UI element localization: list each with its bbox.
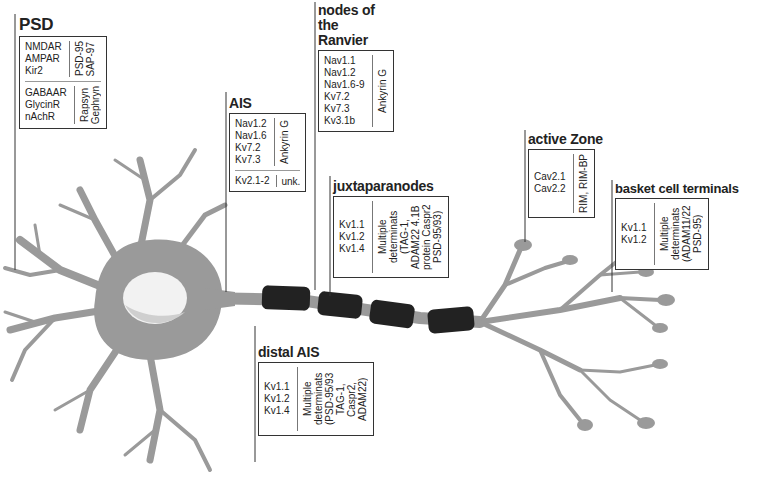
channel-name: Nav1.2 — [324, 67, 365, 79]
anchoring-determinant: Rapsyn — [79, 88, 90, 122]
determinant-bracket: PSD-95SAP-97 — [69, 41, 96, 77]
region-heading: nodes of the Ranvier — [318, 3, 388, 48]
anchoring-determinant: Multiple determinats (PSD-95/93 TAG-1, C… — [302, 367, 368, 431]
channel-group: Kv1.1Kv1.2Kv1.4Multiple determinats (TAG… — [339, 201, 443, 273]
channel-list: Kv2.1-2 — [235, 175, 274, 187]
anchoring-determinant: RIM, RIM-BP — [578, 154, 589, 213]
region-heading: basket cell terminals — [615, 181, 739, 196]
region-heading: active Zone — [528, 132, 603, 147]
channel-group: NMDARAMPARKir2PSD-95SAP-97 — [25, 41, 101, 77]
determinant-bracket: Multiple determinats (TAG-1, ADAM22 4.1B… — [372, 201, 443, 273]
channel-list: GABAARGlycinRnAchR — [25, 86, 72, 124]
region-box: AISNav1.2Nav1.6Kv7.2Kv7.3Ankyrin GKv2.1-… — [229, 113, 306, 192]
channel-list: Cav2.1Cav2.2 — [534, 154, 571, 213]
channel-name: Cav2.1 — [534, 171, 566, 183]
channel-group: Nav1.2Nav1.6Kv7.2Kv7.3 Ankyrin G — [235, 118, 300, 166]
region-box: active ZoneCav2.1Cav2.2RIM, RIM-BP — [528, 149, 595, 218]
channel-name: Kv1.1 — [264, 381, 290, 393]
region-heading: AIS — [229, 96, 252, 111]
channel-group: Cav2.1Cav2.2 RIM, RIM-BP — [534, 154, 589, 213]
channel-name: Kv1.4 — [339, 243, 365, 255]
determinant-bracket: unk. — [276, 175, 300, 187]
determinant-bracket: RIM, RIM-BP — [573, 154, 589, 213]
channel-name: Kv1.2 — [339, 231, 365, 243]
region-heading: PSD — [19, 15, 53, 34]
determinant-bracket: RapsynGephryn — [74, 86, 101, 124]
channel-name: Nav1.1 — [324, 55, 365, 67]
region-box: distal AISKv1.1Kv1.2Kv1.4Multiple determ… — [258, 362, 374, 436]
anchoring-determinant: Multiple determinats (TAG-1, ADAM22 4.1B… — [377, 201, 443, 273]
determinant-bracket: Ankyrin G — [372, 55, 388, 127]
anchoring-determinant: Multiple determinats (ADAM11/22 PSD-95) — [659, 203, 703, 265]
channel-name: Kv7.3 — [235, 154, 267, 166]
channel-name: Kv1.1 — [339, 219, 365, 231]
channel-list: Nav1.2Nav1.6Kv7.2Kv7.3 — [235, 118, 272, 166]
channel-list: NMDARAMPARKir2 — [25, 41, 67, 77]
channel-name: nAchR — [25, 111, 67, 123]
channel-name: Kv3.1b — [324, 115, 365, 127]
anchoring-determinant: unk. — [281, 176, 300, 187]
channel-list: Kv1.1Kv1.2Kv1.4 — [264, 367, 295, 431]
determinant-bracket: Multiple determinats (ADAM11/22 PSD-95) — [654, 203, 703, 265]
anchoring-determinant: Ankyrin G — [377, 69, 388, 113]
region-box: PSDNMDARAMPARKir2PSD-95SAP-97GABAARGlyci… — [19, 36, 107, 129]
anchoring-determinant: Ankyrin G — [279, 120, 290, 164]
channel-group: GABAARGlycinRnAchRRapsynGephryn — [25, 81, 101, 124]
channel-list: Kv1.1Kv1.2Kv1.4 — [339, 201, 370, 273]
channel-group: Nav1.1Nav1.2Nav1.6-9Kv7.2Kv7.3Kv3.1b Anky… — [324, 55, 388, 127]
channel-name: Nav1.6-9 — [324, 79, 365, 91]
channel-name: GlycinR — [25, 99, 67, 111]
channel-name: Kv7.2 — [324, 91, 365, 103]
channel-group: Kv1.1Kv1.2Multiple determinats (ADAM11/2… — [621, 203, 703, 265]
channel-group: Kv1.1Kv1.2Kv1.4Multiple determinats (PSD… — [264, 367, 368, 431]
channel-name: Nav1.6 — [235, 130, 267, 142]
channel-name: Kv7.2 — [235, 142, 267, 154]
region-heading: juxtaparanodes — [333, 179, 434, 194]
channel-name: Kv2.1-2 — [235, 175, 269, 187]
channel-name: Kv7.3 — [324, 103, 365, 115]
region-box: nodes of the RanvierNav1.1Nav1.2Nav1.6-9… — [318, 50, 394, 132]
channel-group: Kv2.1-2 unk. — [235, 170, 300, 187]
anchoring-determinant: SAP-97 — [85, 42, 96, 76]
region-box: basket cell terminalsKv1.1Kv1.2Multiple … — [615, 198, 709, 270]
channel-name: Cav2.2 — [534, 183, 566, 195]
channel-name: Kv1.2 — [264, 393, 290, 405]
channel-list: Nav1.1Nav1.2Nav1.6-9Kv7.2Kv7.3Kv3.1b — [324, 55, 370, 127]
channel-name: GABAAR — [25, 87, 67, 99]
channel-name: AMPAR — [25, 53, 62, 65]
determinant-bracket: Multiple determinats (PSD-95/93 TAG-1, C… — [297, 367, 368, 431]
region-box: juxtaparanodesKv1.1Kv1.2Kv1.4Multiple de… — [333, 196, 449, 278]
channel-name: Kv1.1 — [621, 222, 647, 234]
channel-list: Kv1.1Kv1.2 — [621, 203, 652, 265]
anchoring-determinant: PSD-95 — [74, 41, 85, 76]
channel-name: NMDAR — [25, 41, 62, 53]
channel-name: Kir2 — [25, 65, 62, 77]
determinant-bracket: Ankyrin G — [274, 118, 290, 166]
anchoring-determinant: Gephryn — [90, 86, 101, 124]
channel-name: Kv1.2 — [621, 234, 647, 246]
channel-name: Nav1.2 — [235, 118, 267, 130]
region-heading: distal AIS — [258, 345, 319, 360]
channel-name: Kv1.4 — [264, 405, 290, 417]
